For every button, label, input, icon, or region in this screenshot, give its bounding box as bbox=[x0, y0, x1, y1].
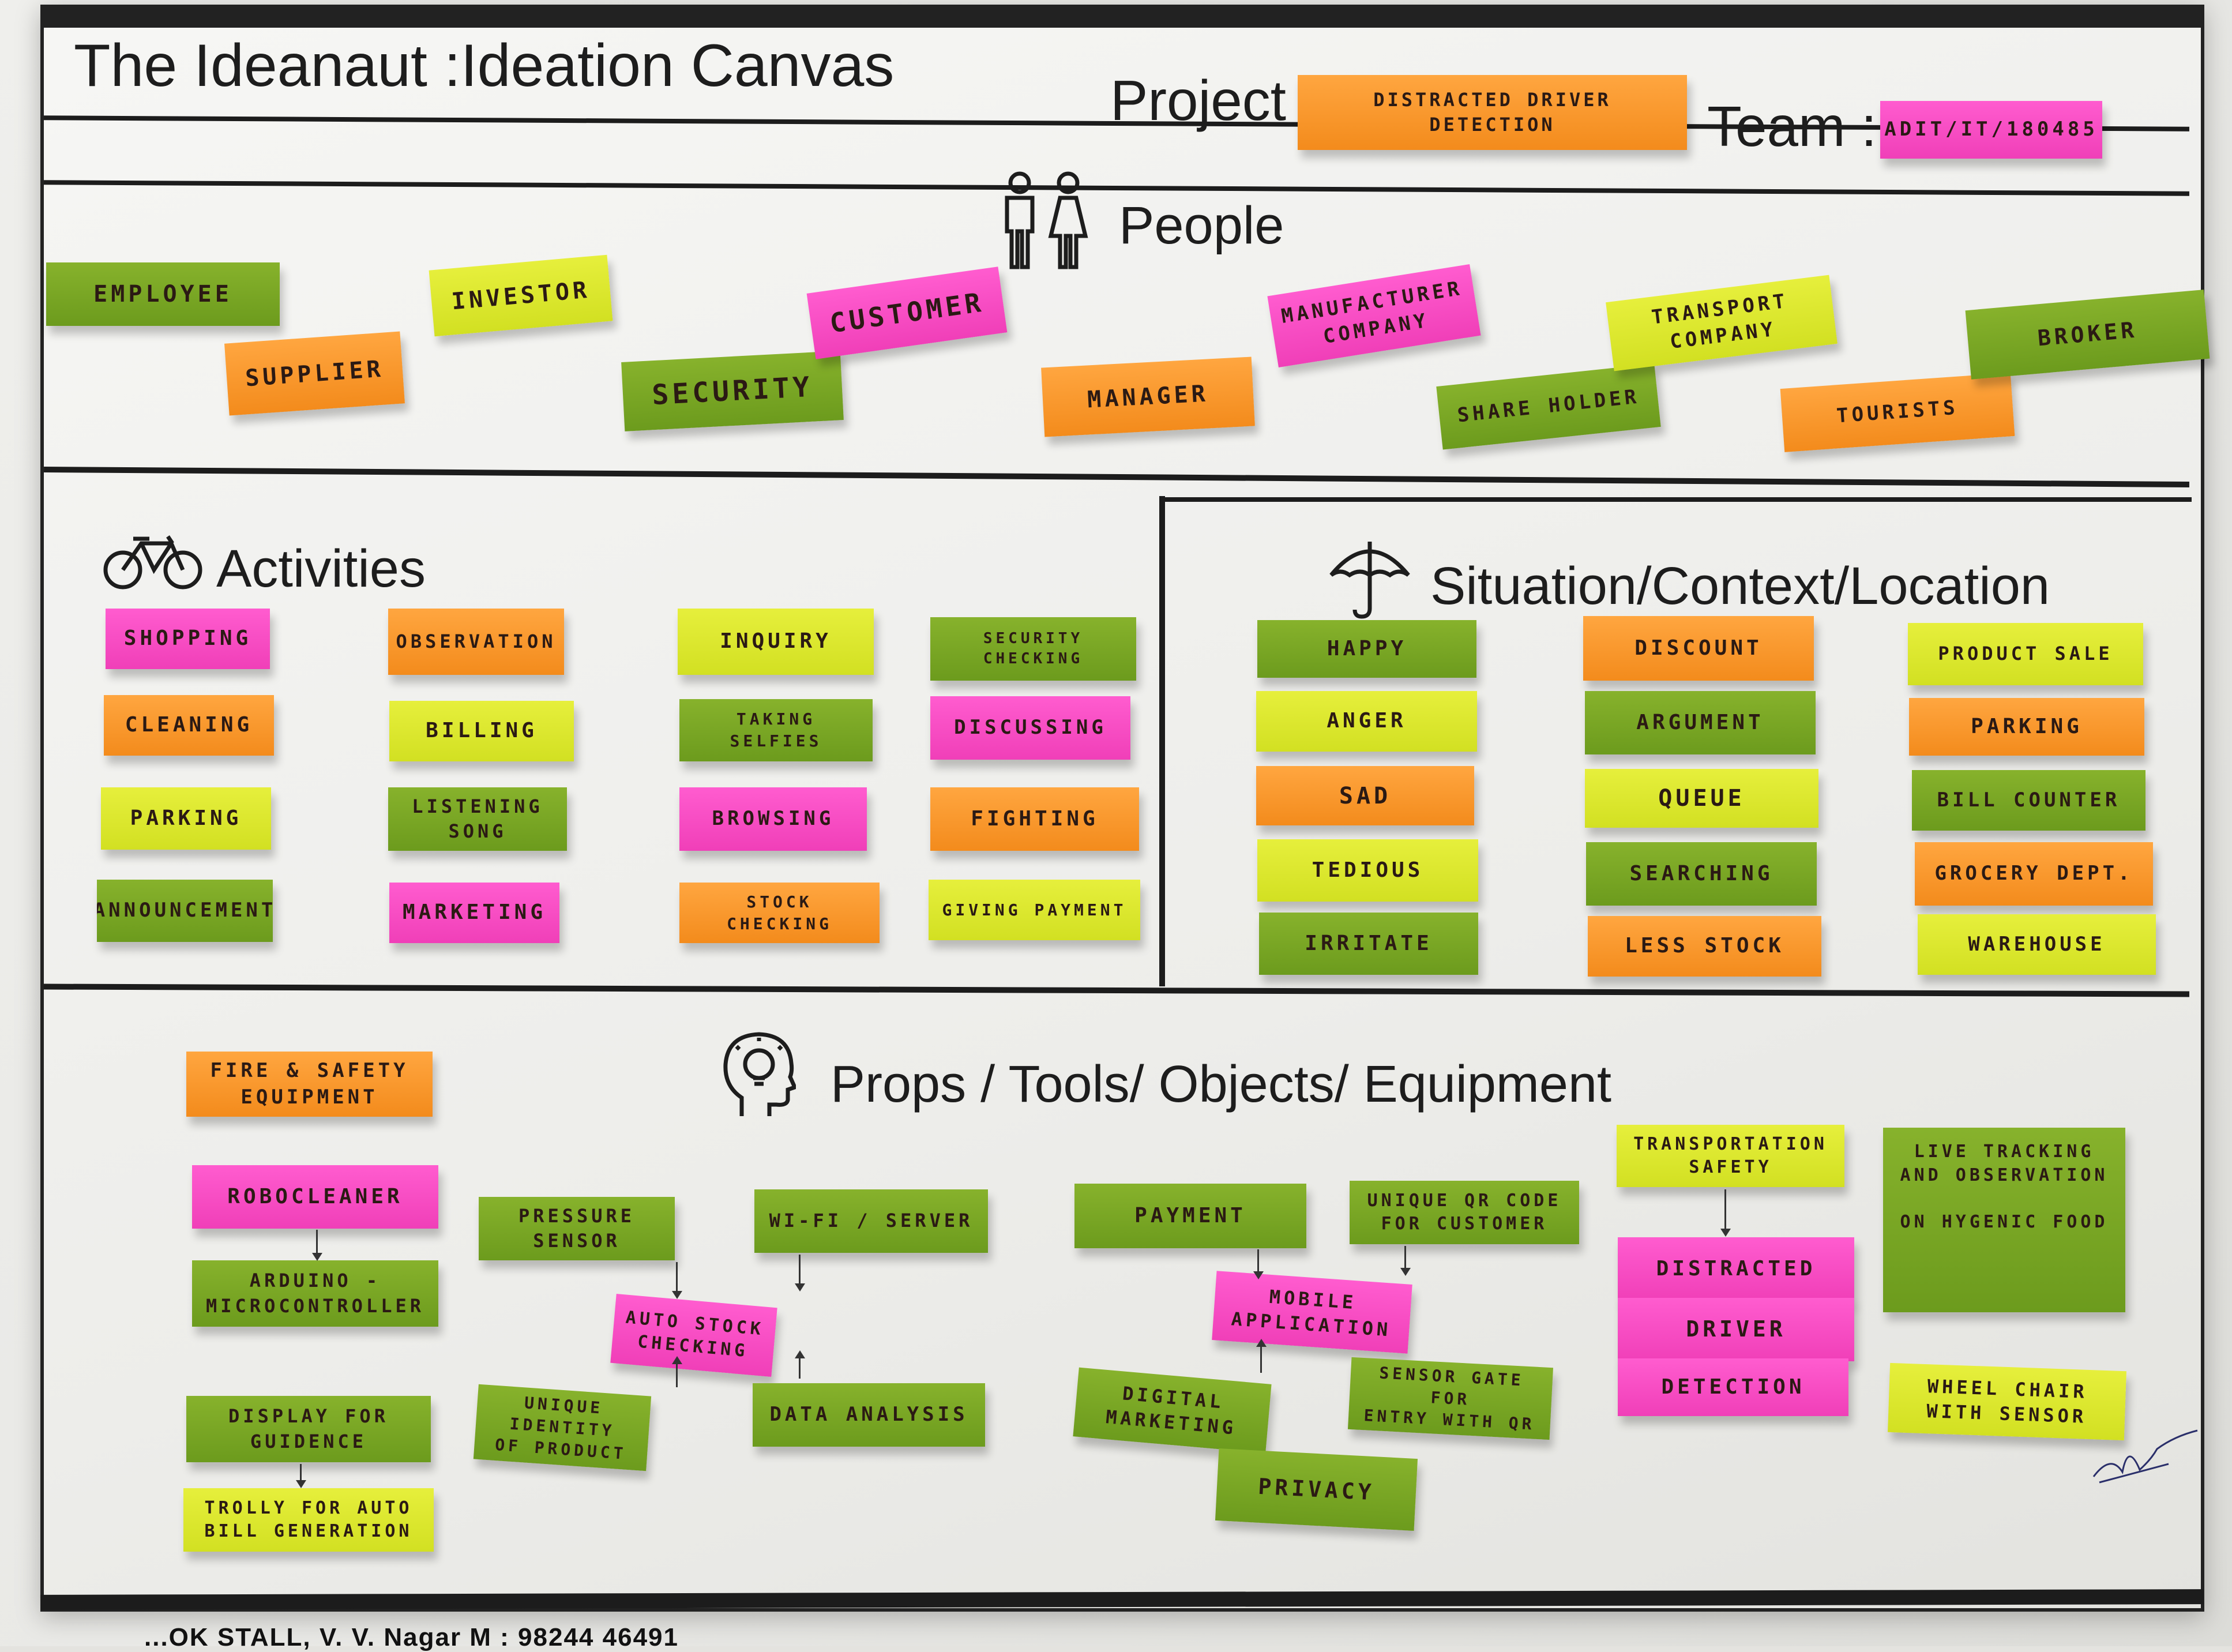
props-note: SENSOR GATE FOR ENTRY WITH QR bbox=[1347, 1357, 1554, 1440]
props-note: PRESSURE SENSOR bbox=[479, 1197, 675, 1260]
connector-arrow bbox=[312, 1230, 322, 1261]
situation-note: LESS STOCK bbox=[1588, 916, 1821, 977]
activity-note: LISTENING SONG bbox=[388, 787, 567, 851]
situation-note: SEARCHING bbox=[1586, 842, 1817, 906]
situation-note: PARKING bbox=[1909, 698, 2144, 756]
people-title: People bbox=[1119, 196, 1284, 255]
head-lightbulb-icon bbox=[723, 1032, 796, 1116]
connector-arrow bbox=[1400, 1246, 1411, 1276]
props-note: DISPLAY FOR GUIDENCE bbox=[186, 1396, 431, 1462]
activities-right-line bbox=[1159, 496, 1165, 986]
bicycle-icon bbox=[103, 535, 202, 590]
props-title: Props / Tools/ Objects/ Equipment bbox=[831, 1056, 1611, 1113]
page-title: The Ideanaut :Ideation Canvas bbox=[74, 32, 895, 99]
activity-note: PARKING bbox=[101, 787, 271, 850]
situation-note: WAREHOUSE bbox=[1918, 914, 2156, 975]
connector-arrow bbox=[672, 1262, 682, 1299]
situation-note: PRODUCT SALE bbox=[1908, 623, 2143, 685]
props-note: ARDUINO - MICROCONTROLLER bbox=[192, 1260, 438, 1327]
activity-note: CLEANING bbox=[104, 695, 274, 756]
situation-note: SAD bbox=[1256, 766, 1474, 825]
props-note: WI-FI / SERVER bbox=[754, 1189, 988, 1253]
umbrella-icon bbox=[1329, 542, 1410, 619]
activity-note: BILLING bbox=[389, 701, 574, 761]
situation-note: QUEUE bbox=[1585, 769, 1818, 828]
props-note: PAYMENT bbox=[1074, 1184, 1306, 1248]
connector-arrow bbox=[795, 1255, 805, 1291]
props-note: DRIVER bbox=[1618, 1298, 1854, 1361]
signature bbox=[2092, 1429, 2198, 1484]
connector-arrow bbox=[1256, 1339, 1267, 1373]
people-note: EMPLOYEE bbox=[46, 262, 280, 326]
people-row-line bbox=[1159, 497, 2192, 502]
activities-title: Activities bbox=[216, 539, 426, 598]
props-note: PRIVACY bbox=[1215, 1448, 1418, 1531]
situation-note: BILL COUNTER bbox=[1912, 770, 2145, 831]
activity-note: ANNOUNCEMENT bbox=[97, 880, 273, 942]
project-label: Project bbox=[1110, 69, 1287, 132]
people-note: MANAGER bbox=[1041, 356, 1255, 437]
situation-note: IRRITATE bbox=[1259, 913, 1478, 975]
people-note: SECURITY bbox=[621, 351, 844, 431]
activity-note: SHOPPING bbox=[106, 609, 270, 669]
connector-arrow bbox=[1253, 1249, 1264, 1279]
props-note: TROLLY FOR AUTO BILL GENERATION bbox=[183, 1488, 434, 1552]
props-note: DETECTION bbox=[1618, 1358, 1848, 1416]
props-note: TRANSPORTATION SAFETY bbox=[1617, 1125, 1844, 1187]
team-note: ADIT/IT/180485 bbox=[1880, 101, 2102, 159]
activity-note: GIVING PAYMENT bbox=[929, 880, 1140, 940]
activity-note: MARKETING bbox=[389, 883, 559, 943]
props-note: FIRE & SAFETY EQUIPMENT bbox=[186, 1052, 433, 1117]
props-note: AUTO STOCK CHECKING bbox=[610, 1294, 777, 1377]
activity-note: INQUIRY bbox=[678, 609, 874, 675]
situation-note: ARGUMENT bbox=[1585, 691, 1816, 754]
situation-note: ANGER bbox=[1256, 691, 1477, 752]
project-note: DISTRACTED DRIVER DETECTION bbox=[1298, 75, 1687, 150]
situation-note: TEDIOUS bbox=[1257, 839, 1478, 902]
activity-note: SECURITY CHECKING bbox=[930, 617, 1136, 681]
props-note: MOBILE APPLICATION bbox=[1212, 1271, 1412, 1354]
team-label: Team : bbox=[1707, 95, 1877, 158]
connector-arrow bbox=[795, 1350, 805, 1379]
activity-note: DISCUSSING bbox=[930, 696, 1130, 760]
situation-note: HAPPY bbox=[1257, 620, 1476, 678]
people-note: SUPPLIER bbox=[224, 331, 405, 416]
connector-arrow bbox=[672, 1356, 682, 1387]
props-note: DATA ANALYSIS bbox=[753, 1383, 985, 1447]
people-icon bbox=[1005, 171, 1088, 269]
connector-arrow bbox=[1720, 1189, 1731, 1237]
props-note: ROBOCLEANER bbox=[192, 1165, 438, 1229]
props-note: UNIQUE IDENTITY OF PRODUCT bbox=[473, 1384, 652, 1471]
props-note: UNIQUE QR CODE FOR CUSTOMER bbox=[1350, 1181, 1579, 1244]
activity-note: OBSERVATION bbox=[388, 609, 564, 675]
activity-note: FIGHTING bbox=[930, 787, 1139, 851]
activity-note: TAKING SELFIES bbox=[679, 699, 873, 761]
situation-note: GROCERY DEPT. bbox=[1915, 842, 2153, 906]
connector-arrow bbox=[296, 1464, 306, 1488]
props-note: LIVE TRACKING AND OBSERVATION ON HYGENIC… bbox=[1883, 1128, 2125, 1312]
situation-title: Situation/Context/Location bbox=[1430, 557, 2050, 615]
situation-note: DISCOUNT bbox=[1583, 616, 1814, 681]
props-note: DISTRACTED bbox=[1618, 1237, 1854, 1301]
activity-note: BROWSING bbox=[679, 787, 867, 851]
activity-note: STOCK CHECKING bbox=[679, 883, 880, 943]
footer-text: ...OK STALL, V. V. Nagar M : 98244 46491 bbox=[144, 1623, 679, 1651]
